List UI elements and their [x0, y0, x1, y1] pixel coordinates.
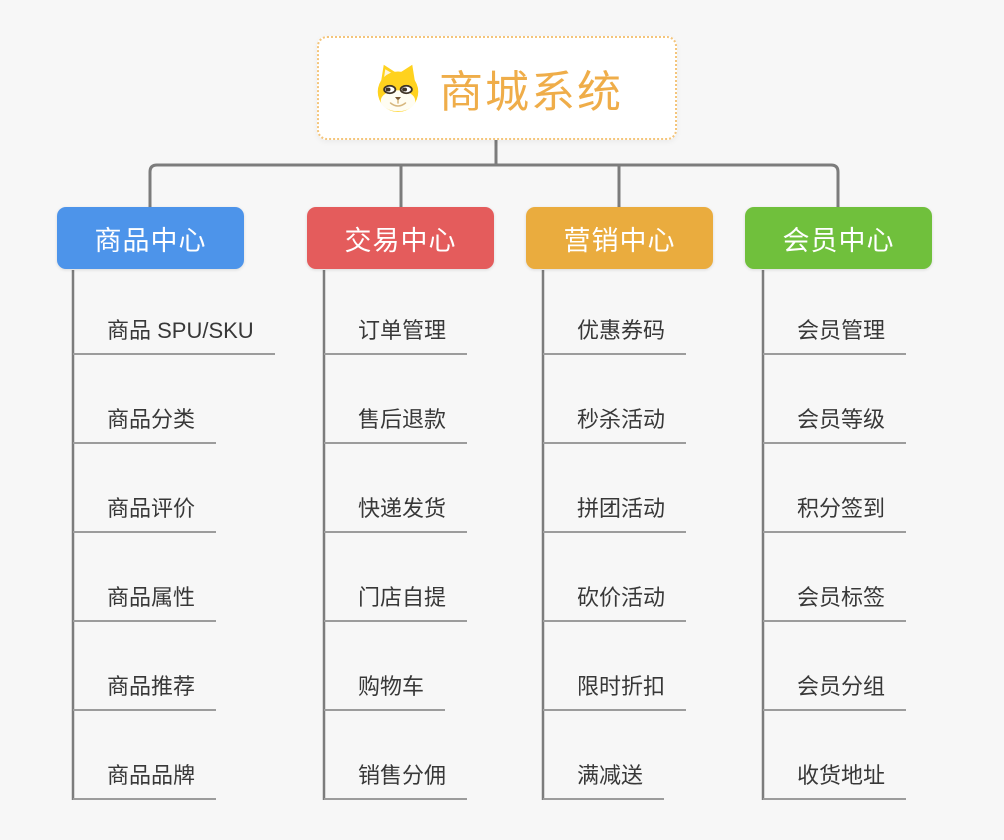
leaf-topic[interactable]: 会员管理 [763, 311, 907, 355]
leaf-topic[interactable]: 秒杀活动 [543, 400, 687, 444]
leaf-topic[interactable]: 砍价活动 [543, 578, 687, 622]
shiba-dog-icon [371, 61, 425, 115]
branch-header-label: 会员中心 [782, 225, 895, 256]
leaf-topic[interactable]: 销售分佣 [324, 756, 468, 800]
leaf-topic[interactable]: 会员标签 [763, 578, 907, 622]
leaf-topic[interactable]: 商品品牌 [73, 756, 217, 800]
leaf-topic[interactable]: 门店自提 [324, 578, 468, 622]
leaf-topic[interactable]: 满减送 [543, 756, 665, 800]
branch-header-label: 商品中心 [94, 225, 207, 256]
leaf-topic[interactable]: 商品分类 [73, 400, 217, 444]
leaf-topic[interactable]: 积分签到 [763, 489, 907, 533]
leaf-topic[interactable]: 商品 SPU/SKU [73, 311, 275, 355]
leaf-topic[interactable]: 商品推荐 [73, 667, 217, 711]
leaf-topic[interactable]: 快递发货 [324, 489, 468, 533]
branch-rail-line [148, 163, 840, 207]
branch-header-label: 营销中心 [563, 225, 676, 256]
root-topic-title: 商城系统 [439, 68, 623, 117]
leaf-topic[interactable]: 优惠券码 [543, 311, 687, 355]
leaf-topic[interactable]: 购物车 [324, 667, 446, 711]
leaf-topic[interactable]: 拼团活动 [543, 489, 687, 533]
leaf-topic[interactable]: 订单管理 [324, 311, 468, 355]
leaf-topic[interactable]: 商品属性 [73, 578, 217, 622]
root-topic[interactable]: 商城系统 [317, 36, 677, 140]
leaf-topic[interactable]: 会员分组 [763, 667, 907, 711]
branch-header-marketing-center[interactable]: 营销中心 [526, 207, 713, 269]
leaf-topic[interactable]: 商品评价 [73, 489, 217, 533]
branch-header-member-center[interactable]: 会员中心 [745, 207, 932, 269]
leaf-topic[interactable]: 收货地址 [763, 756, 907, 800]
branch-header-product-center[interactable]: 商品中心 [57, 207, 244, 269]
branch-header-label: 交易中心 [344, 225, 457, 256]
leaf-topic[interactable]: 会员等级 [763, 400, 907, 444]
leaf-topic[interactable]: 限时折扣 [543, 667, 687, 711]
leaf-topic[interactable]: 售后退款 [324, 400, 468, 444]
branch-header-trade-center[interactable]: 交易中心 [307, 207, 494, 269]
